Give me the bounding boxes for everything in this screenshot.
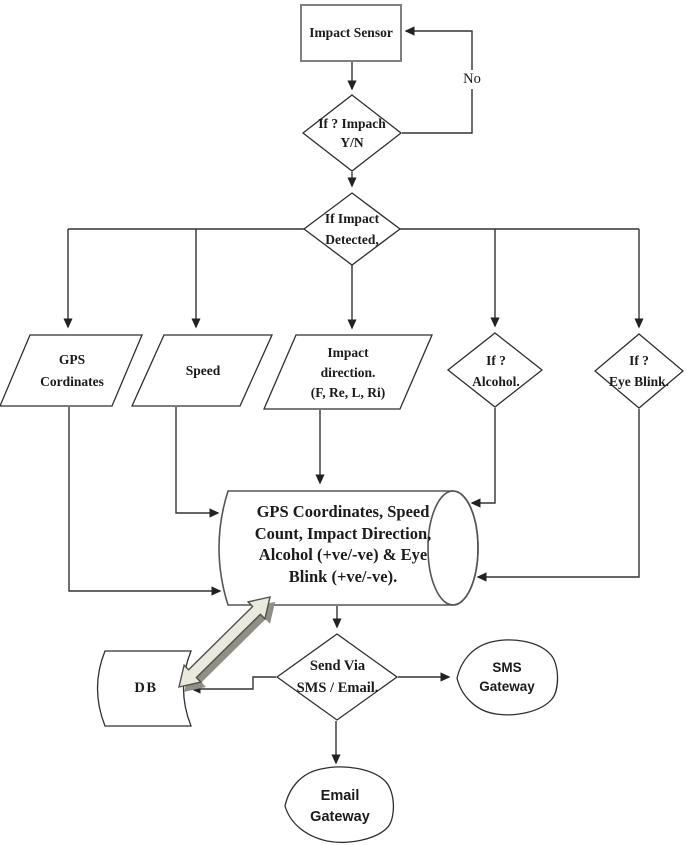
impact-direction-label: Impact direction. (F, Re, L, Ri) <box>310 345 386 400</box>
impact-sensor-node <box>300 4 402 62</box>
edge-eyeblink-to-datastore <box>476 409 640 582</box>
eye-blink-label: If ? Eye Blink. <box>608 353 670 389</box>
speed-label: Speed <box>185 363 221 378</box>
email-gateway-node <box>284 766 395 843</box>
datastore-cylinder <box>218 490 479 606</box>
send-via-label: Send Via SMS / Email. <box>296 658 379 696</box>
edge-sendvia-to-db <box>190 676 276 694</box>
impact-query-decision <box>301 94 403 172</box>
email-gateway-label: Email Gateway <box>310 788 370 825</box>
impact-detected-label: If Impact Detected, <box>324 211 380 247</box>
impact-sensor-label: Impact Sensor <box>309 25 393 40</box>
edge-gps-to-datastore <box>68 407 222 596</box>
edge-alcohol-to-datastore <box>470 408 496 508</box>
impact-direction-io-node <box>263 334 433 410</box>
edge-speed-to-datastore <box>175 407 220 518</box>
datastore-label: GPS Coordinates, Speed Count, Impact Dir… <box>254 502 432 586</box>
no-edge-label: No <box>457 70 487 89</box>
db-datastore-block-arrow <box>178 596 276 692</box>
send-via-decision <box>275 633 399 721</box>
eye-blink-decision <box>593 333 685 409</box>
impact-query-label: If ? Impach Y/N <box>318 116 386 150</box>
gps-label: GPS Cordinates <box>40 352 104 389</box>
alcohol-decision <box>446 332 544 408</box>
sms-gateway-label: SMS Gateway <box>479 660 535 694</box>
sms-gateway-node <box>456 639 559 716</box>
alcohol-label: If ? Alcohol. <box>472 353 520 389</box>
speed-io-node <box>130 334 274 407</box>
gps-io-node <box>0 334 143 407</box>
impact-detected-decision <box>302 192 402 266</box>
db-label: DB <box>134 680 158 696</box>
